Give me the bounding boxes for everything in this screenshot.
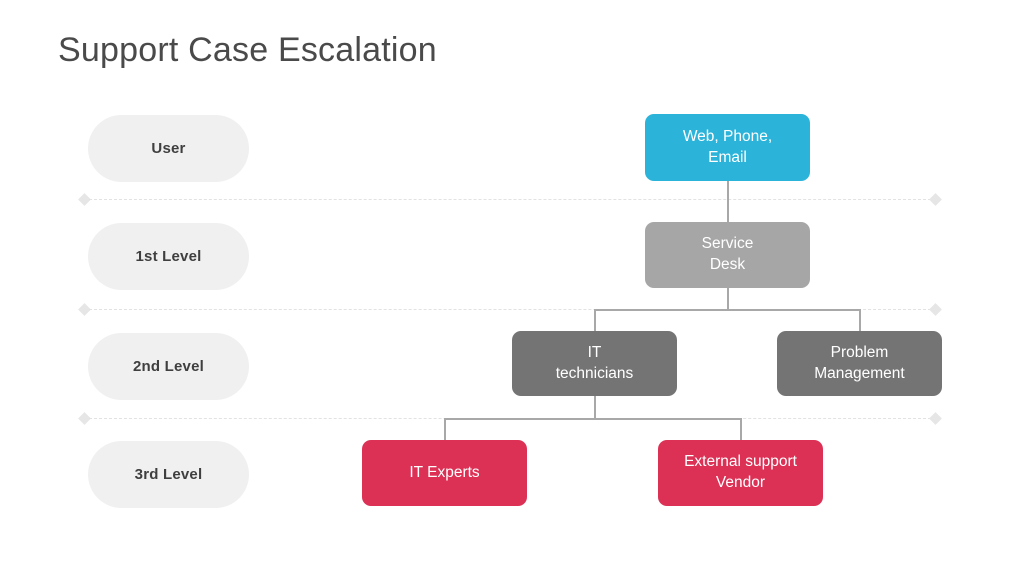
stage-label: 1st Level <box>135 248 202 265</box>
node-text-line2: Desk <box>709 256 746 273</box>
node-text-line2: Management <box>814 364 905 382</box>
node-problem-management[interactable]: Problem Management <box>777 331 942 396</box>
connector-to-external-vendor <box>740 418 742 440</box>
node-text-line2: technicians <box>555 364 634 382</box>
node-text-line1: Problem <box>830 343 889 361</box>
node-text-line1: IT Experts <box>409 463 480 481</box>
node-text-line1: External support <box>684 453 797 471</box>
stage-label: User <box>151 140 186 157</box>
node-service-desk[interactable]: Service Desk <box>645 222 810 288</box>
node-text-line2: Email <box>708 148 747 166</box>
node-text-line1: Service <box>701 235 754 253</box>
node-text: IT technicians <box>556 343 634 385</box>
stage-pill-1st-level[interactable]: 1st Level <box>88 223 249 290</box>
node-text: Problem Management <box>814 343 904 385</box>
diamond-marker-right-icon <box>929 193 942 206</box>
node-text-line1: Web, Phone, <box>682 127 773 145</box>
connector-level2-bus <box>594 309 860 311</box>
stage-pill-2nd-level[interactable]: 2nd Level <box>88 333 249 400</box>
node-text-line1: IT <box>587 343 602 361</box>
node-external-support-vendor[interactable]: External support Vendor <box>658 440 823 506</box>
diamond-marker-right-icon <box>929 303 942 316</box>
connector-to-it-experts <box>444 418 446 440</box>
node-it-technicians[interactable]: IT technicians <box>512 331 677 396</box>
diamond-marker-right-icon <box>929 412 942 425</box>
divider-user-1st <box>78 193 942 206</box>
divider-line <box>89 309 931 310</box>
connector-level3-bus <box>444 418 741 420</box>
node-intake-channels[interactable]: Web, Phone, Email <box>645 114 810 181</box>
node-text: Service Desk <box>702 234 754 276</box>
node-text-line2: Vendor <box>715 474 766 491</box>
connector-service-desk-stem <box>727 288 729 311</box>
connector-to-it-technicians <box>594 309 596 331</box>
connector-to-problem-management <box>859 309 861 331</box>
page-title: Support Case Escalation <box>58 31 437 69</box>
divider-1st-2nd <box>78 303 942 316</box>
connector-intake-to-service-desk <box>727 181 729 222</box>
node-text: Web, Phone, Email <box>683 127 772 169</box>
stage-pill-3rd-level[interactable]: 3rd Level <box>88 441 249 508</box>
stage-label: 3rd Level <box>134 466 203 483</box>
divider-line <box>89 199 931 200</box>
node-it-experts[interactable]: IT Experts <box>362 440 527 506</box>
connector-it-technicians-stem <box>594 396 596 419</box>
stage-label: 2nd Level <box>133 358 204 375</box>
stage-pill-user[interactable]: User <box>88 115 249 182</box>
node-text: External support Vendor <box>684 452 797 494</box>
node-text: IT Experts <box>409 463 479 484</box>
